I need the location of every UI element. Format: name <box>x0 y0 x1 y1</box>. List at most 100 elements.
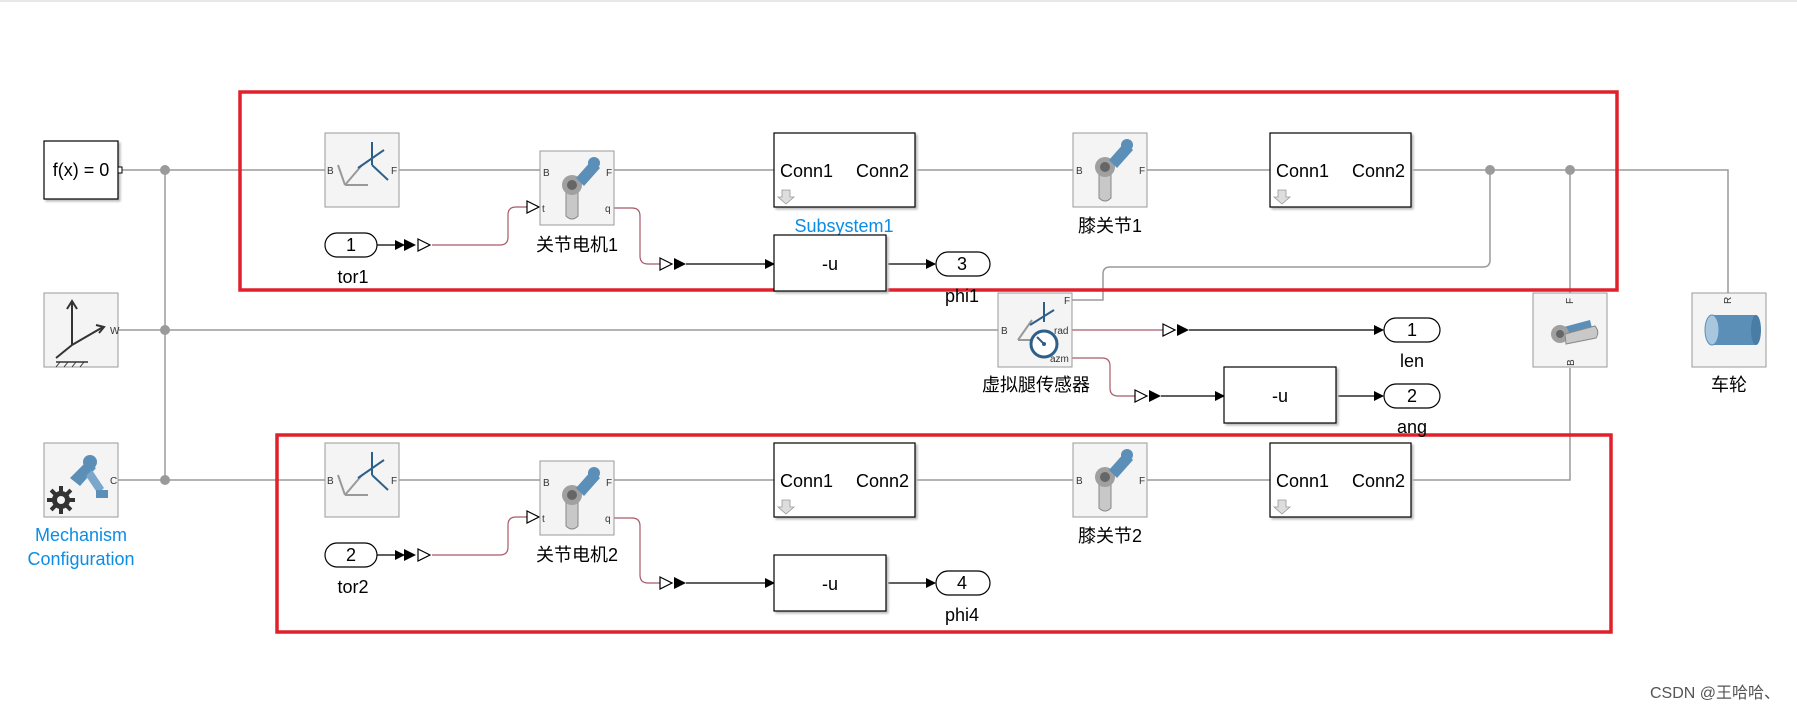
svg-text:Conn1: Conn1 <box>1276 471 1329 491</box>
svg-text:Conn2: Conn2 <box>1352 471 1405 491</box>
ps-converter-rad <box>1162 323 1189 337</box>
world-port-label: W <box>110 326 120 337</box>
mechanism-configuration-block[interactable]: C Mechanism Configuration <box>27 442 135 569</box>
svg-text:F: F <box>1565 298 1576 304</box>
motor1-label: 关节电机1 <box>536 235 618 255</box>
torque-input-arrow-2 <box>526 510 541 524</box>
svg-text:B: B <box>543 168 550 179</box>
wheel-joint-block[interactable]: F B <box>1532 292 1608 368</box>
knee1-label: 膝关节1 <box>1078 216 1142 236</box>
ps-converter-tor1 <box>404 238 432 252</box>
ps-converter-tor2 <box>404 548 432 562</box>
svg-text:t: t <box>542 514 545 525</box>
inport-tor2-label: tor2 <box>337 577 368 597</box>
revolute-joint-icon-wheel <box>1551 320 1599 345</box>
svg-text:3: 3 <box>957 254 967 274</box>
wheel-solid-block[interactable]: R 车轮 <box>1691 292 1767 395</box>
virtual-leg-sensor-block[interactable]: B F rad azm 虚拟腿传感器 <box>982 292 1090 395</box>
svg-text:1: 1 <box>1407 320 1417 340</box>
converter-arrows <box>404 200 1189 590</box>
svg-text:-u: -u <box>822 574 838 594</box>
svg-text:R: R <box>1723 297 1734 304</box>
world-frame-block[interactable]: W <box>43 292 120 368</box>
watermark: CSDN @王哈哈、 <box>1650 684 1780 702</box>
gain-block-ang[interactable]: -u <box>1223 366 1337 424</box>
rigid-transform-icon-2 <box>337 452 389 496</box>
svg-text:Conn2: Conn2 <box>856 161 909 181</box>
svg-text:B: B <box>327 476 334 487</box>
inport-tor1[interactable]: 1 tor1 <box>324 232 378 287</box>
rigid-transform-block-1[interactable]: B F <box>324 132 400 208</box>
revolute-joint-icon-2 <box>562 467 600 530</box>
outport-len-label: len <box>1400 351 1424 371</box>
svg-text:Conn2: Conn2 <box>856 471 909 491</box>
revolute-joint-icon-1 <box>562 157 600 220</box>
outport-phi4[interactable]: 4 phi4 <box>935 570 991 625</box>
signal-connections <box>377 240 1384 588</box>
inport-tor1-label: tor1 <box>337 267 368 287</box>
world-frame-icon <box>55 299 106 368</box>
solver-label: f(x) = 0 <box>53 160 110 180</box>
gauge-icon <box>1029 329 1059 359</box>
revolute-joint-icon-knee1 <box>1095 139 1133 202</box>
subsystem-arrow-icon <box>776 499 796 515</box>
knee-joint-block-2[interactable]: B F 膝关节2 <box>1072 442 1148 546</box>
outport-phi1-label: phi1 <box>945 286 979 306</box>
highlight-box-leg1 <box>238 90 1619 292</box>
joint-motor-block-2[interactable]: B F t q 关节电机2 <box>536 460 618 565</box>
knee-joint-block-1[interactable]: B F 膝关节1 <box>1072 132 1148 236</box>
svg-text:Conn1: Conn1 <box>780 471 833 491</box>
joint-motor-block-1[interactable]: B F t q 关节电机1 <box>536 150 618 255</box>
wheel-label: 车轮 <box>1711 375 1747 395</box>
inport-tor2[interactable]: 2 tor2 <box>324 542 378 597</box>
svg-text:F: F <box>606 478 612 489</box>
svg-text:B: B <box>1076 166 1083 177</box>
outport-phi4-label: phi4 <box>945 605 979 625</box>
svg-text:B: B <box>1001 326 1008 337</box>
svg-text:4: 4 <box>957 573 967 593</box>
gain-block-phi1[interactable]: -u <box>773 234 887 292</box>
mechanism-label-line2: Configuration <box>27 549 134 569</box>
ps-converter-q1 <box>659 257 686 271</box>
revolute-joint-icon-knee2 <box>1095 449 1133 512</box>
svg-text:B: B <box>327 166 334 177</box>
svg-text:F: F <box>1064 296 1070 307</box>
torque-input-arrow-1 <box>526 200 541 214</box>
subsystem-block-4[interactable]: Conn1 Conn2 <box>1269 442 1412 518</box>
outport-ang[interactable]: 2 ang <box>1383 383 1441 437</box>
outport-ang-label: ang <box>1397 417 1427 437</box>
mechanism-port-label: C <box>110 476 117 487</box>
svg-text:F: F <box>1139 476 1145 487</box>
robot-arm-icon <box>70 455 108 498</box>
svg-text:F: F <box>391 166 397 177</box>
rigid-transform-block-2[interactable]: B F <box>324 442 400 518</box>
svg-text:Conn2: Conn2 <box>1352 161 1405 181</box>
svg-text:-u: -u <box>1272 386 1288 406</box>
cylinder-icon <box>1704 314 1761 346</box>
svg-text:F: F <box>1139 166 1145 177</box>
rigid-transform-icon-1 <box>337 142 389 186</box>
solver-configuration-block[interactable]: f(x) = 0 <box>43 140 123 200</box>
subsystem-block-2[interactable]: Conn1 Conn2 <box>1269 132 1412 208</box>
mechanism-label-line1: Mechanism <box>35 525 127 545</box>
svg-text:2: 2 <box>346 545 356 565</box>
outport-len[interactable]: 1 len <box>1383 317 1441 371</box>
svg-text:rad: rad <box>1054 326 1068 337</box>
svg-text:q: q <box>605 204 611 215</box>
subsystem-block-3[interactable]: Conn1 Conn2 <box>773 442 916 518</box>
physical-connections <box>118 169 1729 481</box>
gain-block-phi4[interactable]: -u <box>773 554 887 612</box>
svg-text:B: B <box>1566 359 1577 366</box>
subsystem-arrow-icon <box>1272 189 1292 205</box>
svg-text:t: t <box>542 204 545 215</box>
outport-phi1[interactable]: 3 phi1 <box>935 251 991 306</box>
highlight-box-leg2 <box>275 433 1613 634</box>
subsystem-block-1[interactable]: Conn1 Conn2 Subsystem1 <box>773 132 916 236</box>
ps-converter-q2 <box>659 576 686 590</box>
svg-text:1: 1 <box>346 235 356 255</box>
svg-text:F: F <box>606 168 612 179</box>
svg-text:Conn1: Conn1 <box>1276 161 1329 181</box>
motor2-label: 关节电机2 <box>536 545 618 565</box>
subsystem1-label: Subsystem1 <box>794 216 893 236</box>
